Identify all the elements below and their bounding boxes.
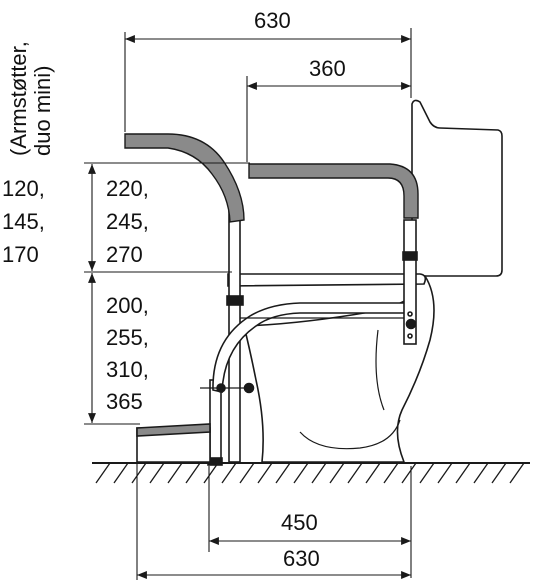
- clamp-rear: [402, 251, 418, 261]
- toilet-tank: [411, 99, 503, 277]
- label-seat-h1: 200,: [106, 293, 149, 318]
- dimension-lines: [84, 28, 412, 580]
- side-label-line1: (Armstøtter,: [6, 41, 31, 156]
- label-bottom-inner: 450: [281, 510, 318, 535]
- label-armrest-h1: 220,: [106, 176, 149, 201]
- label-top-width: 630: [254, 8, 291, 33]
- armrest-frame: [200, 199, 418, 466]
- adjust-knob: [243, 382, 255, 394]
- footrest: [136, 423, 211, 463]
- label-seat-h3: 310,: [106, 357, 149, 382]
- label-seat-h2: 255,: [106, 325, 149, 350]
- label-seat-h4: 365: [106, 389, 143, 414]
- dimension-labels: 630 360 450 630 120, 145, 170 220, 245, …: [2, 8, 346, 571]
- label-armrest-h2: 245,: [106, 209, 149, 234]
- toilet: [227, 99, 503, 463]
- armrest-pad-standard: [248, 163, 419, 219]
- adjust-knob: [405, 318, 417, 330]
- armrest-pad-duo-mini: [124, 133, 245, 223]
- label-armrest-h3: 270: [106, 242, 143, 267]
- side-label-line2: duo mini): [30, 66, 55, 156]
- label-duo-mini-h1: 120,: [2, 176, 45, 201]
- clamp-front: [226, 295, 244, 306]
- floor: [92, 462, 530, 484]
- rear-upright: [403, 219, 417, 345]
- armrest-pads: [124, 133, 419, 223]
- label-bottom-width: 630: [283, 546, 320, 571]
- label-top-inner: 360: [309, 56, 346, 81]
- label-duo-mini-h3: 170: [2, 242, 39, 267]
- toilet-seat: [227, 273, 427, 287]
- label-duo-mini-h2: 145,: [2, 209, 45, 234]
